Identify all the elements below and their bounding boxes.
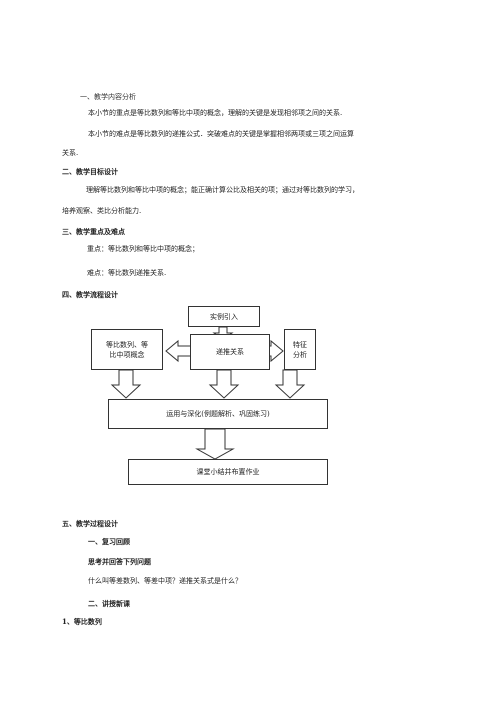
section-5-heading: 五、教学过程设计 [62, 519, 118, 528]
arrow-feature-down [274, 369, 306, 399]
section-5-subheading-1: 一、复习回顾 [88, 537, 130, 546]
flow-intro-label: 实例引入 [210, 312, 238, 321]
flow-feature-label-line-1: 特征 [293, 340, 307, 349]
section-1-paragraph-2-line-2: 关系. [62, 149, 79, 157]
section-5-subheading-2: 二、讲授新课 [88, 599, 130, 608]
flow-box-intro: 实例引入 [188, 306, 260, 327]
section-5-item-1: 1、等比数列 [62, 617, 102, 626]
section-1-paragraph-1: 本小节的重点是等比数列和等比中项的概念，理解的关键是发现相邻项之间的关系. [88, 109, 343, 117]
section-1-paragraph-2-line-1: 本小节的难点是等比数列的递推公式．突破难点的关键是掌握相邻两项或三项之间运算 [88, 130, 354, 138]
section-2-paragraph-line-2: 培养观察、类比分析能力. [62, 207, 142, 215]
section-1-heading: 一、教学内容分析 [80, 93, 136, 101]
section-2-paragraph-line-1: 理解等比数列和等比中项的概念；能正确计算公比及相关的项；通过对等比数列的学习， [86, 186, 359, 194]
section-5-question-heading: 思考并回答下列问题 [88, 557, 151, 566]
flow-apply-label: 运用与深化(例题解析、巩固练习) [166, 410, 270, 418]
flow-concept-label-line-2: 比中项概念 [109, 350, 145, 359]
section-3-heading: 三、教学重点及难点 [62, 227, 125, 236]
section-4-heading: 四、教学流程设计 [62, 290, 118, 299]
flow-recursion-label: 递推关系 [216, 348, 244, 356]
flow-box-feature: 特征 分析 [284, 329, 316, 370]
flow-feature-label-line-2: 分析 [293, 350, 307, 359]
flow-box-summary: 课堂小结并布置作业 [128, 459, 328, 485]
flow-box-apply: 运用与深化(例题解析、巩固练习) [108, 399, 328, 429]
arrow-concept-down [110, 369, 142, 399]
section-3-difficulty: 难点：等比数列递推关系. [87, 269, 167, 277]
section-3-key-point: 重点：等比数列和等比中项的概念； [87, 245, 199, 253]
flow-summary-label: 课堂小结并布置作业 [196, 468, 260, 476]
section-5-review-question: 什么叫等差数列、等差中项？递推关系式是什么？ [88, 577, 242, 585]
flow-concept-label-line-1: 等比数列、等 [106, 340, 148, 349]
section-2-heading: 二、教学目标设计 [62, 167, 118, 176]
flow-box-recursion: 递推关系 [190, 334, 270, 370]
flow-box-concept: 等比数列、等 比中项概念 [91, 329, 163, 370]
arrow-recursion-down [208, 369, 240, 399]
arrow-apply-to-summary [195, 428, 235, 460]
